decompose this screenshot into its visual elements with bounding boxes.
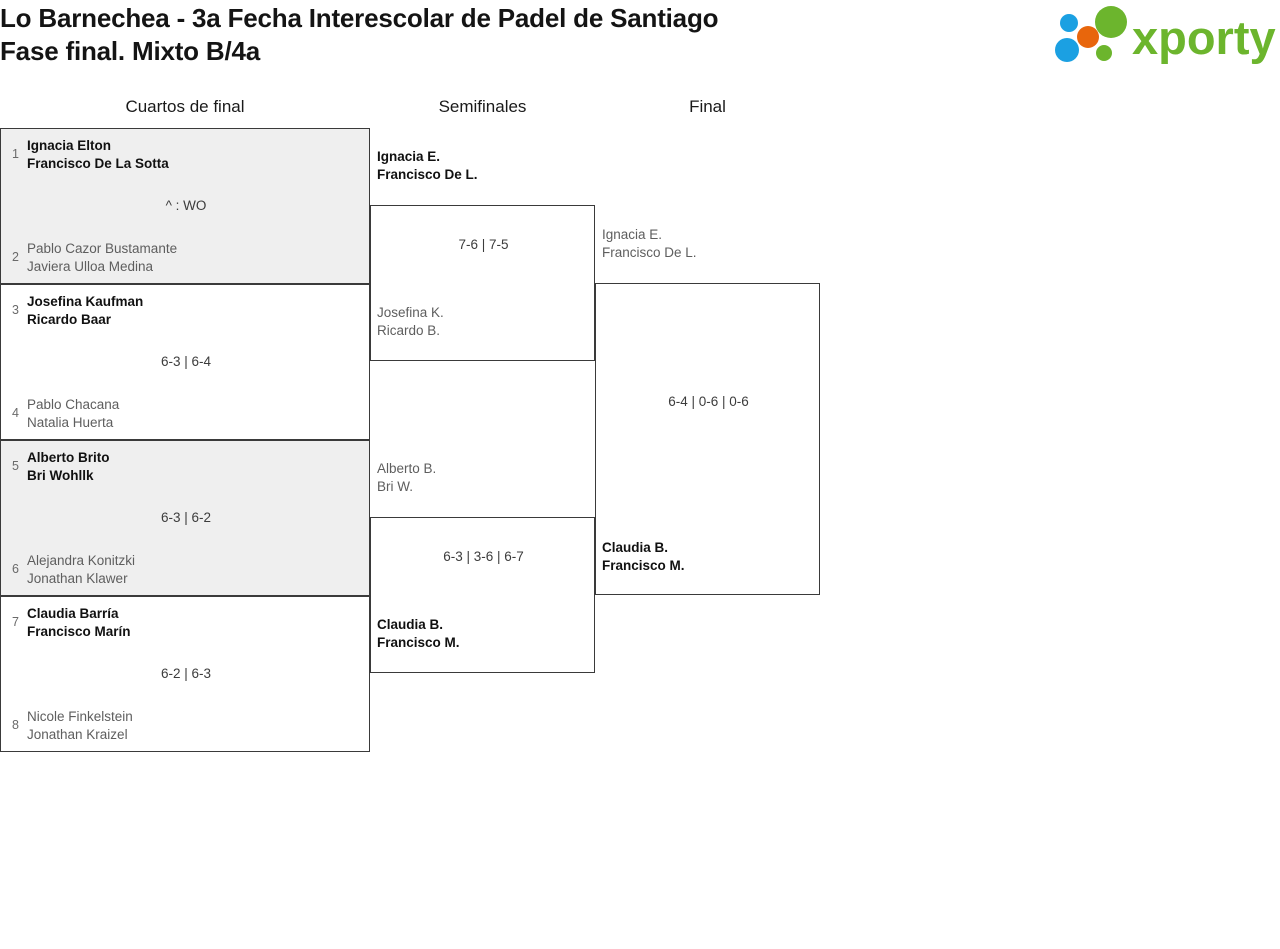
player-name: Ignacia E. [377,149,441,164]
seed-number: 3 [12,303,19,317]
semifinal-2-bottom-team: Claudia B. Francisco M. [377,616,460,652]
team-bottom: Alejandra Konitzki Jonathan Klawer [27,552,135,588]
match-score: 6-2 | 6-3 [160,666,212,681]
player-name: Francisco M. [602,558,685,573]
match-qf4[interactable]: 7 Claudia Barría Francisco Marín 6-2 | 6… [0,596,370,752]
player-name: Pablo Cazor Bustamante [27,241,178,256]
player-name: Claudia B. [602,540,669,555]
player-name: Bri Wohllk [27,468,94,483]
player-name: Josefina Kaufman [27,294,144,309]
final-top-team: Ignacia E. Francisco De L. [602,226,697,262]
match-final[interactable]: 6-4 | 0-6 | 0-6 Claudia B. Francisco M. [595,283,820,595]
player-name: Bri W. [377,479,413,494]
title-line-1: Lo Barnechea - 3a Fecha Interescolar de … [0,3,719,33]
team-bottom: Pablo Cazor Bustamante Javiera Ulloa Med… [27,240,177,276]
match-qf3[interactable]: 5 Alberto Brito Bri Wohllk 6-3 | 6-2 6 A… [0,440,370,596]
player-name: Claudia B. [377,617,444,632]
round-header-quarterfinals: Cuartos de final [125,97,245,116]
match-score: 6-3 | 6-2 [160,510,212,525]
match-qf2[interactable]: 3 Josefina Kaufman Ricardo Baar 6-3 | 6-… [0,284,370,440]
player-name: Javiera Ulloa Medina [27,259,154,274]
team-top: Ignacia Elton Francisco De La Sotta [27,137,169,173]
xporty-logo[interactable]: xporty [1048,6,1276,68]
match-score: 7-6 | 7-5 [458,237,509,252]
seed-number: 5 [12,459,19,473]
semifinal-2-top-team: Alberto B. Bri W. [377,460,436,496]
player-name: Francisco De L. [602,245,697,260]
player-name: Ignacia E. [602,227,663,242]
svg-text:xporty: xporty [1132,11,1276,64]
final-bottom-team: Claudia B. Francisco M. [602,539,685,575]
seed-number: 6 [12,562,19,576]
round-header-final: Final [689,97,726,116]
player-name: Josefina K. [377,305,444,320]
player-name: Claudia Barría [27,606,119,621]
player-name: Francisco Marín [27,624,131,639]
team-top: Claudia Barría Francisco Marín [27,605,131,641]
player-name: Jonathan Kraizel [27,727,128,742]
player-name: Jonathan Klawer [27,571,128,586]
player-name: Pablo Chacana [27,397,120,412]
round-header-semifinals: Semifinales [438,97,527,116]
player-name: Francisco De La Sotta [27,156,169,171]
player-name: Natalia Huerta [27,415,114,430]
semifinal-1-top-team: Ignacia E. Francisco De L. [377,148,478,184]
player-name: Alberto B. [377,461,437,476]
match-score: 6-3 | 3-6 | 6-7 [443,549,524,564]
match-score: 6-4 | 0-6 | 0-6 [668,394,749,409]
match-qf1[interactable]: 1 Ignacia Elton Francisco De La Sotta ^ … [0,128,370,284]
seed-number: 8 [12,718,19,732]
team-bottom: Pablo Chacana Natalia Huerta [27,396,119,432]
page-title: Lo Barnechea - 3a Fecha Interescolar de … [0,2,900,68]
match-sf2[interactable]: 6-3 | 3-6 | 6-7 Claudia B. Francisco M. [370,517,595,673]
player-name: Alejandra Konitzki [27,553,136,568]
player-name: Francisco De L. [377,167,478,182]
team-top: Alberto Brito Bri Wohllk [27,449,110,485]
match-score: ^ : WO [165,198,207,213]
team-top: Josefina Kaufman Ricardo Baar [27,293,143,329]
team-bottom: Nicole Finkelstein Jonathan Kraizel [27,708,133,744]
player-name: Ignacia Elton [27,138,112,153]
seed-number: 2 [12,250,19,264]
seed-number: 4 [12,406,19,420]
title-line-2: Fase final. Mixto B/4a [0,36,261,66]
player-name: Nicole Finkelstein [27,709,133,724]
semifinal-1-bottom-team: Josefina K. Ricardo B. [377,304,444,340]
player-name: Ricardo Baar [27,312,112,327]
match-score: 6-3 | 6-4 [160,354,212,369]
seed-number: 1 [12,147,19,161]
player-name: Francisco M. [377,635,460,650]
player-name: Alberto Brito [27,450,110,465]
player-name: Ricardo B. [377,323,441,338]
seed-number: 7 [12,615,19,629]
match-sf1[interactable]: 7-6 | 7-5 Josefina K. Ricardo B. [370,205,595,361]
xporty-logo-icon: xporty [1055,6,1276,64]
